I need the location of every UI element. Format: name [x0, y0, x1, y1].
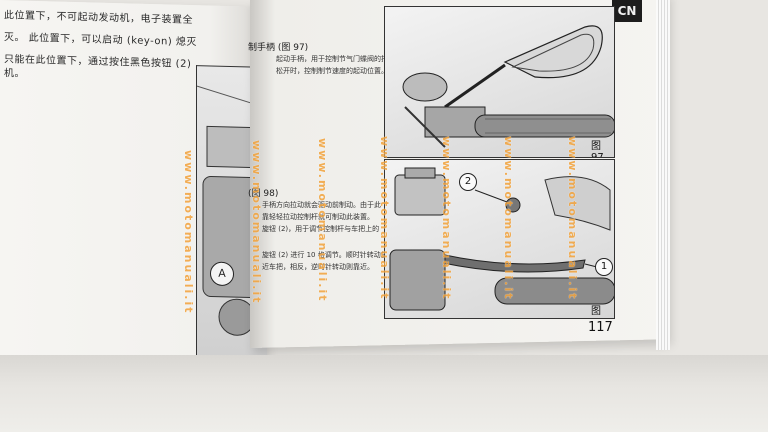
figure-97: 图 97: [384, 6, 615, 158]
language-tab: CN: [612, 0, 642, 22]
callout-1: 1: [595, 258, 613, 276]
left-text-line: 此位置下，不可起动发动机，电子装置全: [4, 10, 193, 27]
watermark: www.motomanuali.it: [502, 136, 515, 301]
watermark: www.motomanuali.it: [440, 136, 453, 301]
section-text-line: 手柄方向拉动就会驱动前制动。由于此: [262, 201, 381, 209]
watermark: www.motomanuali.it: [182, 150, 195, 315]
section-text-line: 旋钮 (2)，用于调节控制杆与车把上的: [262, 225, 380, 233]
book-bottom-shadow: [0, 355, 768, 432]
mirror-handlebar-drawing: [402, 25, 614, 148]
figure-97-label: 图 97: [591, 141, 604, 158]
section-text-line: 靠轻轻拉动控制杆就可制动此装置。: [262, 213, 374, 221]
watermark: www.motomanuali.it: [566, 136, 579, 301]
section-text-line: 起动手柄，用于控制节气门蝶阀的打开。: [276, 55, 402, 63]
figure-98-label: 图 98: [591, 306, 604, 318]
page-number: 117: [588, 320, 613, 335]
section-text-line: 近车把，相反，逆时针转动则靠近。: [262, 263, 374, 271]
section-text-line: 旋钮 (2) 进行 10 格调节。顺时针转动旋: [262, 251, 388, 259]
figure-98: 2 1 图 98: [384, 159, 615, 319]
watermark: www.motomanuali.it: [316, 138, 329, 303]
section-title-throttle: 制手柄 (图 97): [248, 43, 309, 53]
left-page: 此位置下，不可起动发动机，电子装置全 灭。 此位置下，可以启动 (key-on)…: [0, 0, 268, 382]
callout-2: 2: [459, 173, 477, 191]
section-text-line: 松开时，控制制节速度的起动位置。: [276, 67, 388, 75]
watermark: www.motomanuali.it: [250, 140, 263, 305]
watermark: www.motomanuali.it: [378, 136, 391, 301]
brake-lever-drawing: [389, 167, 614, 311]
section-title-brake: (图 98): [248, 189, 279, 199]
left-text-line: 机。: [4, 68, 25, 80]
page-edges: [656, 0, 670, 350]
callout-a: A: [210, 261, 234, 287]
left-text-line: 只能在此位置下，通过按住黑色按钮 (2): [4, 54, 192, 71]
left-text-line: 灭。 此位置下，可以启动 (key-on) 熄灭: [4, 32, 197, 49]
